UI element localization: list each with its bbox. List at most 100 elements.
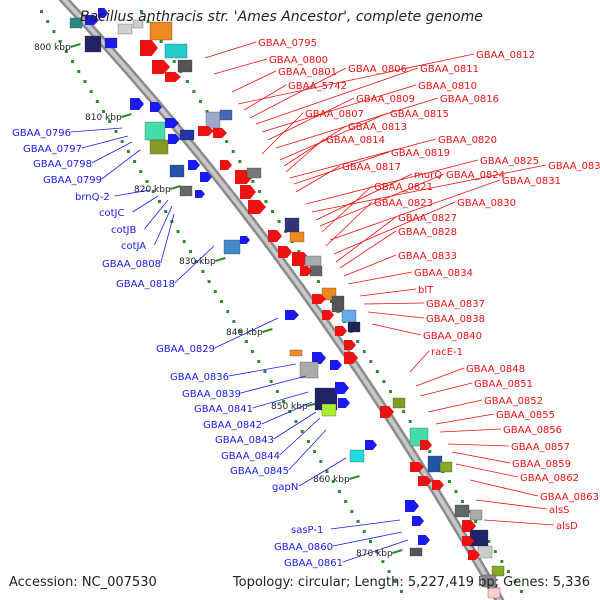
gene-feature[interactable] — [69, 17, 83, 29]
gene-feature[interactable] — [462, 536, 474, 546]
gene-label-gbaa-0831[interactable]: GBAA_0831 — [502, 176, 561, 187]
gene-label-gbaa-0830[interactable]: GBAA_0830 — [457, 198, 516, 209]
gene-feature[interactable] — [84, 35, 102, 53]
gene-feature[interactable] — [85, 15, 99, 25]
gene-label-gapn[interactable]: gapN — [272, 482, 298, 493]
gene-feature[interactable] — [289, 349, 303, 357]
gene-feature[interactable] — [312, 352, 326, 364]
gene-label-cotjc[interactable]: cotJC — [99, 208, 124, 219]
gene-feature[interactable] — [117, 23, 133, 35]
gene-feature[interactable] — [344, 340, 356, 350]
gene-label-gbaa-0860[interactable]: GBAA_0860 — [274, 542, 333, 553]
gene-label-alsd[interactable]: alsD — [556, 521, 578, 532]
gene-feature[interactable] — [179, 129, 195, 141]
gene-feature[interactable] — [284, 217, 300, 233]
gene-feature[interactable] — [198, 126, 214, 136]
gene-feature[interactable] — [246, 167, 262, 179]
gene-feature[interactable] — [418, 535, 430, 545]
gene-label-gbaa-0818[interactable]: GBAA_0818 — [116, 279, 175, 290]
gene-feature[interactable] — [335, 382, 349, 394]
gene-label-gbaa-0856[interactable]: GBAA_0856 — [503, 425, 562, 436]
gene-feature[interactable] — [331, 295, 345, 313]
gene-label-gbaa-0821[interactable]: GBAA_0821 — [374, 182, 433, 193]
gene-feature[interactable] — [469, 509, 483, 521]
gene-label-gbaa-0800[interactable]: GBAA_0800 — [269, 55, 328, 66]
gene-label-gbaa-0798[interactable]: GBAA_0798 — [33, 159, 92, 170]
gene-feature[interactable] — [344, 352, 358, 364]
gene-label-gbaa-0795[interactable]: GBAA_0795 — [258, 38, 317, 49]
gene-label-gbaa-0814[interactable]: GBAA_0814 — [326, 135, 385, 146]
gene-feature[interactable] — [432, 480, 444, 490]
gene-label-gbaa-0829[interactable]: GBAA_0829 — [156, 344, 215, 355]
gene-feature[interactable] — [439, 461, 453, 473]
gene-feature[interactable] — [487, 587, 501, 599]
gene-feature[interactable] — [165, 118, 179, 128]
gene-feature[interactable] — [130, 98, 144, 110]
gene-feature[interactable] — [380, 406, 394, 418]
gene-feature[interactable] — [365, 440, 377, 450]
gene-label-gbaa-0807[interactable]: GBAA_0807 — [305, 109, 364, 120]
gene-feature[interactable] — [219, 109, 233, 121]
gene-feature[interactable] — [481, 574, 497, 588]
gene-feature[interactable] — [149, 139, 169, 155]
gene-label-gbaa-0817[interactable]: GBAA_0817 — [342, 162, 401, 173]
gene-label-gbaa-0824[interactable]: GBAA_0824 — [446, 170, 505, 181]
gene-label-sasp-1[interactable]: sasP-1 — [291, 525, 323, 536]
gene-feature[interactable] — [410, 462, 424, 472]
gene-feature[interactable] — [300, 266, 312, 276]
gene-feature[interactable] — [248, 200, 266, 214]
gene-feature[interactable] — [347, 321, 361, 333]
gene-feature[interactable] — [289, 231, 305, 243]
gene-feature[interactable] — [223, 239, 241, 255]
gene-label-gbaa-5742[interactable]: GBAA_5742 — [288, 81, 347, 92]
gene-feature[interactable] — [240, 185, 256, 199]
gene-label-gbaa-0844[interactable]: GBAA_0844 — [221, 451, 280, 462]
gene-feature[interactable] — [240, 236, 250, 244]
gene-feature[interactable] — [268, 230, 282, 242]
gene-feature[interactable] — [98, 8, 108, 18]
gene-label-cotja[interactable]: cotJA — [121, 241, 146, 252]
gene-feature[interactable] — [177, 59, 193, 73]
gene-feature[interactable] — [140, 40, 158, 56]
gene-feature[interactable] — [179, 185, 193, 197]
gene-feature[interactable] — [462, 520, 476, 532]
gene-label-gbaa-0855[interactable]: GBAA_0855 — [496, 410, 555, 421]
gene-label-gbaa-0859[interactable]: GBAA_0859 — [512, 459, 571, 470]
gene-feature[interactable] — [321, 403, 337, 417]
gene-label-gbaa-0851[interactable]: GBAA_0851 — [474, 379, 533, 390]
gene-feature[interactable] — [213, 128, 227, 138]
gene-label-gbaa-0836[interactable]: GBAA_0836 — [170, 372, 229, 383]
gene-label-gbaa-0828[interactable]: GBAA_0828 — [398, 227, 457, 238]
gene-label-alss[interactable]: alsS — [549, 505, 569, 516]
gene-label-gbaa-0840[interactable]: GBAA_0840 — [423, 331, 482, 342]
gene-label-gbaa-0863[interactable]: GBAA_0863 — [540, 492, 599, 503]
gene-feature[interactable] — [304, 255, 322, 267]
gene-label-gbaa-0808[interactable]: GBAA_0808 — [102, 259, 161, 270]
gene-label-gbaa-0832[interactable]: GBAA_0832 — [548, 161, 600, 172]
gene-feature[interactable] — [285, 310, 299, 320]
gene-label-gbaa-0810[interactable]: GBAA_0810 — [418, 81, 477, 92]
gene-feature[interactable] — [200, 172, 212, 182]
gene-feature[interactable] — [188, 160, 200, 170]
gene-label-gbaa-0797[interactable]: GBAA_0797 — [23, 144, 82, 155]
gene-feature[interactable] — [104, 37, 118, 49]
gene-label-gbaa-0827[interactable]: GBAA_0827 — [398, 213, 457, 224]
gene-label-gbaa-0857[interactable]: GBAA_0857 — [511, 442, 570, 453]
gene-feature[interactable] — [418, 476, 432, 486]
gene-feature[interactable] — [278, 246, 292, 258]
gene-label-murq[interactable]: murQ — [414, 170, 442, 181]
gene-label-gbaa-0799[interactable]: GBAA_0799 — [43, 175, 102, 186]
gene-label-gbaa-0852[interactable]: GBAA_0852 — [484, 396, 543, 407]
gene-label-race-1[interactable]: racE-1 — [431, 347, 463, 358]
gene-feature[interactable] — [412, 516, 424, 526]
gene-feature[interactable] — [405, 500, 419, 512]
gene-label-gbaa-0816[interactable]: GBAA_0816 — [440, 94, 499, 105]
gene-label-gbaa-0823[interactable]: GBAA_0823 — [374, 198, 433, 209]
gene-label-gbaa-0861[interactable]: GBAA_0861 — [284, 558, 343, 569]
gene-label-gbaa-0833[interactable]: GBAA_0833 — [398, 251, 457, 262]
gene-label-gbaa-0834[interactable]: GBAA_0834 — [414, 268, 473, 279]
gene-feature[interactable] — [468, 550, 480, 560]
gene-feature[interactable] — [152, 60, 170, 74]
gene-feature[interactable] — [491, 565, 505, 577]
gene-label-gbaa-0815[interactable]: GBAA_0815 — [390, 109, 449, 120]
